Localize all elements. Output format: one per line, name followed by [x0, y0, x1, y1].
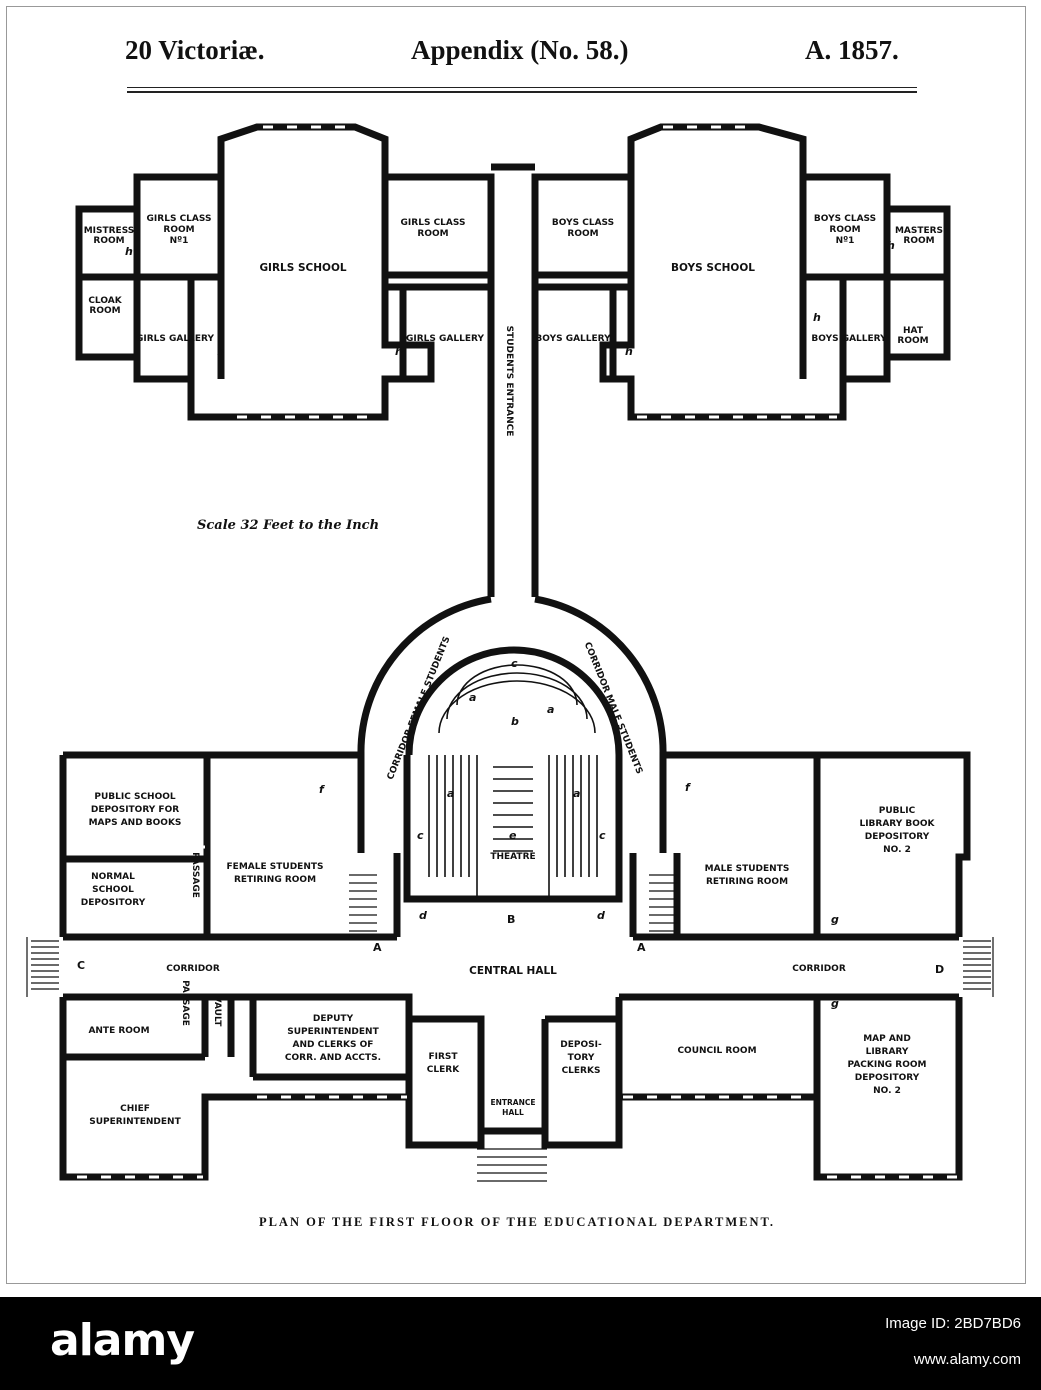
header-left: 20 Victoriæ. [125, 35, 265, 65]
marker-A-left: A [373, 941, 382, 954]
scale-note: Scale 32 Feet to the Inch [197, 518, 379, 533]
marker-b: b [511, 715, 519, 728]
label-passage-lower: PASSAGE [180, 980, 190, 1026]
marker-B: B [507, 913, 515, 926]
students-entrance-walls [487, 163, 539, 597]
label-students-entrance: STUDENTS ENTRANCE [504, 326, 514, 437]
marker-c-right: c [599, 829, 606, 842]
marker-A-right: A [637, 941, 646, 954]
marker-h-3: h [395, 345, 403, 358]
header-rule-top [127, 87, 917, 88]
marker-a-1: a [469, 691, 476, 704]
marker-a-3: a [447, 787, 454, 800]
marker-c-top: c [511, 657, 518, 670]
stairs [26, 874, 994, 1182]
marker-f-right: f [685, 781, 691, 794]
marker-e: e [509, 829, 517, 842]
document-page: 20 Victoriæ. Appendix (No. 58.) A. 1857. [6, 6, 1026, 1284]
watermark-footer: alamy Image ID: 2BD7BD6 www.alamy.com [0, 1297, 1041, 1390]
label-boys-school: BOYS SCHOOL [671, 262, 755, 274]
label-corridor-east: CORRIDOR [792, 964, 846, 974]
student-corridor-walls [357, 595, 667, 756]
marker-D: D [935, 963, 944, 976]
theatre-seating [428, 664, 598, 898]
label-boys-gallery-1: BOYS GALLERY [811, 334, 887, 344]
plan-caption: PLAN OF THE FIRST FLOOR OF THE EDUCATION… [258, 1215, 776, 1229]
marker-h-4: h [625, 345, 633, 358]
lower-block-walls [59, 751, 971, 1181]
label-vault: VAULT [212, 996, 222, 1028]
label-central-hall: CENTRAL HALL [469, 965, 557, 977]
brand-logo: alamy [50, 1315, 195, 1366]
marker-h-1: h [125, 245, 133, 258]
marker-h-6: h [887, 239, 895, 252]
marker-h-5: h [813, 311, 821, 324]
label-corridor-west: CORRIDOR [166, 964, 220, 974]
label-passage-upper: PASSAGE [190, 852, 200, 898]
header-center: Appendix (No. 58.) [411, 35, 629, 65]
marker-a-4: a [573, 787, 580, 800]
marker-g-lower: g [831, 997, 839, 1010]
label-theatre: THEATRE [490, 852, 535, 862]
label-council-room: COUNCIL ROOM [677, 1046, 756, 1056]
image-id: Image ID: 2BD7BD6 [885, 1315, 1021, 1332]
label-girls-gallery-2: GIRLS GALLERY [406, 334, 484, 344]
marker-a-2: a [547, 703, 554, 716]
site-url: www.alamy.com [913, 1351, 1021, 1368]
label-girls-school: GIRLS SCHOOL [259, 262, 346, 274]
marker-d-left: d [419, 909, 427, 922]
label-boys-gallery-2: BOYS GALLERY [535, 334, 611, 344]
marker-f-left: f [319, 783, 325, 796]
marker-C: C [77, 959, 85, 972]
marker-h-2: h [217, 345, 225, 358]
theatre-walls [403, 755, 623, 903]
header-rule-bottom [127, 91, 917, 93]
label-ante-room: ANTE ROOM [88, 1026, 149, 1036]
header-right: A. 1857. [805, 35, 899, 65]
marker-c-left: c [417, 829, 424, 842]
marker-g-upper: g [831, 913, 839, 926]
label-girls-gallery-1: GIRLS GALLERY [136, 334, 214, 344]
marker-d-right: d [597, 909, 605, 922]
